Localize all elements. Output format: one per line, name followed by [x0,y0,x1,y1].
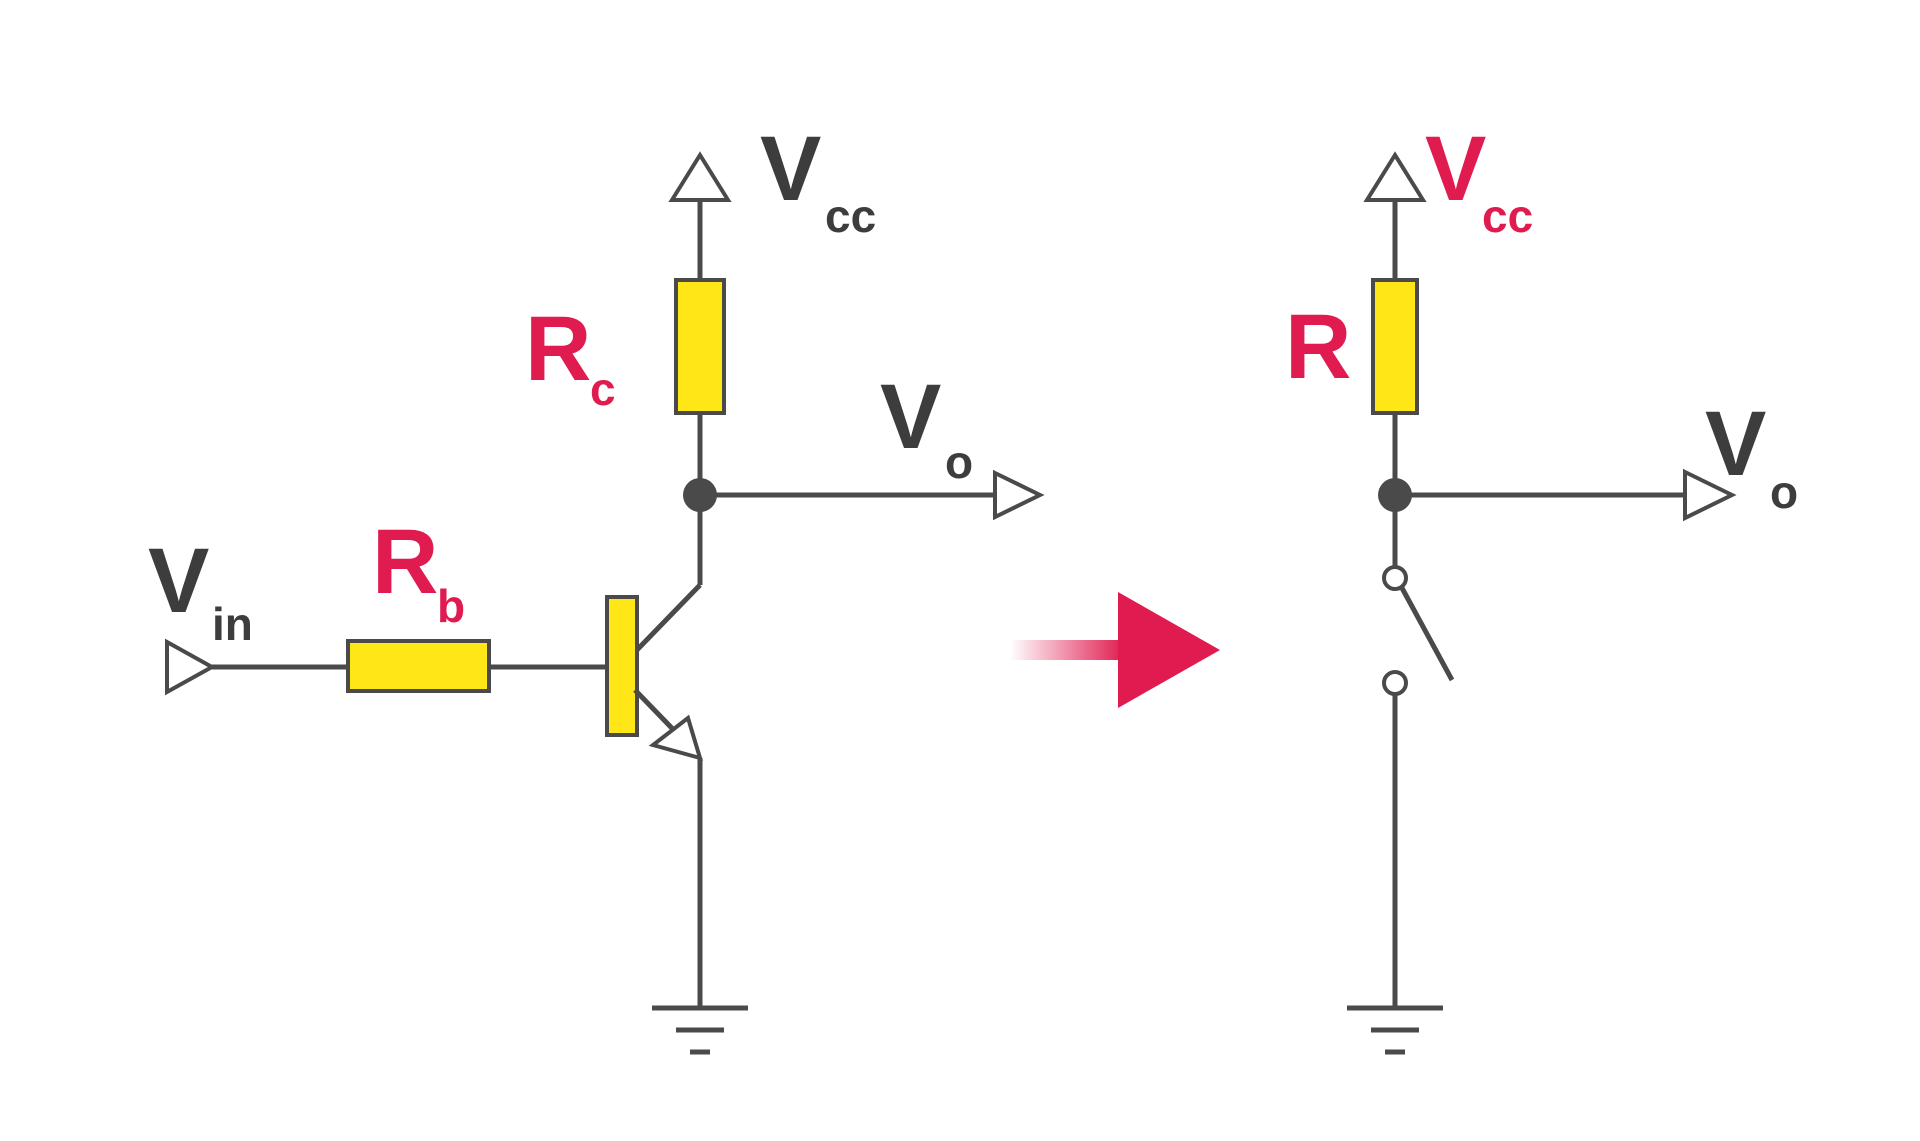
switch-equivalent-circuit: V cc R V o [1285,118,1798,1055]
vo-terminal-icon [993,469,1045,521]
vcc-terminal-icon [668,151,732,202]
transformation-arrow-icon [1010,592,1220,708]
vcc-label: V cc [1425,118,1533,242]
vin-label: V in [148,530,253,650]
rb-label: R b [372,511,465,632]
r-label: R [1285,296,1351,398]
resistor [1371,278,1419,415]
vo-label: V o [880,366,973,488]
vin-terminal-icon [165,638,217,696]
transistor-base-bar [605,595,639,737]
emitter-arrow-icon [648,714,703,761]
vcc-terminal-icon [1363,151,1427,202]
ground-icon [1347,1005,1443,1055]
collector-resistor [674,278,726,415]
ground-icon [652,1005,748,1055]
vcc-label: V cc [760,118,876,242]
transistor-circuit: V cc R c V o V in R b [148,118,1045,1055]
switch-icon [1382,565,1455,696]
collector-lead [633,583,702,654]
base-resistor [346,639,491,693]
vo-terminal-icon [1683,468,1737,522]
vo-label: V o [1705,393,1798,518]
rc-label: R c [525,298,616,415]
